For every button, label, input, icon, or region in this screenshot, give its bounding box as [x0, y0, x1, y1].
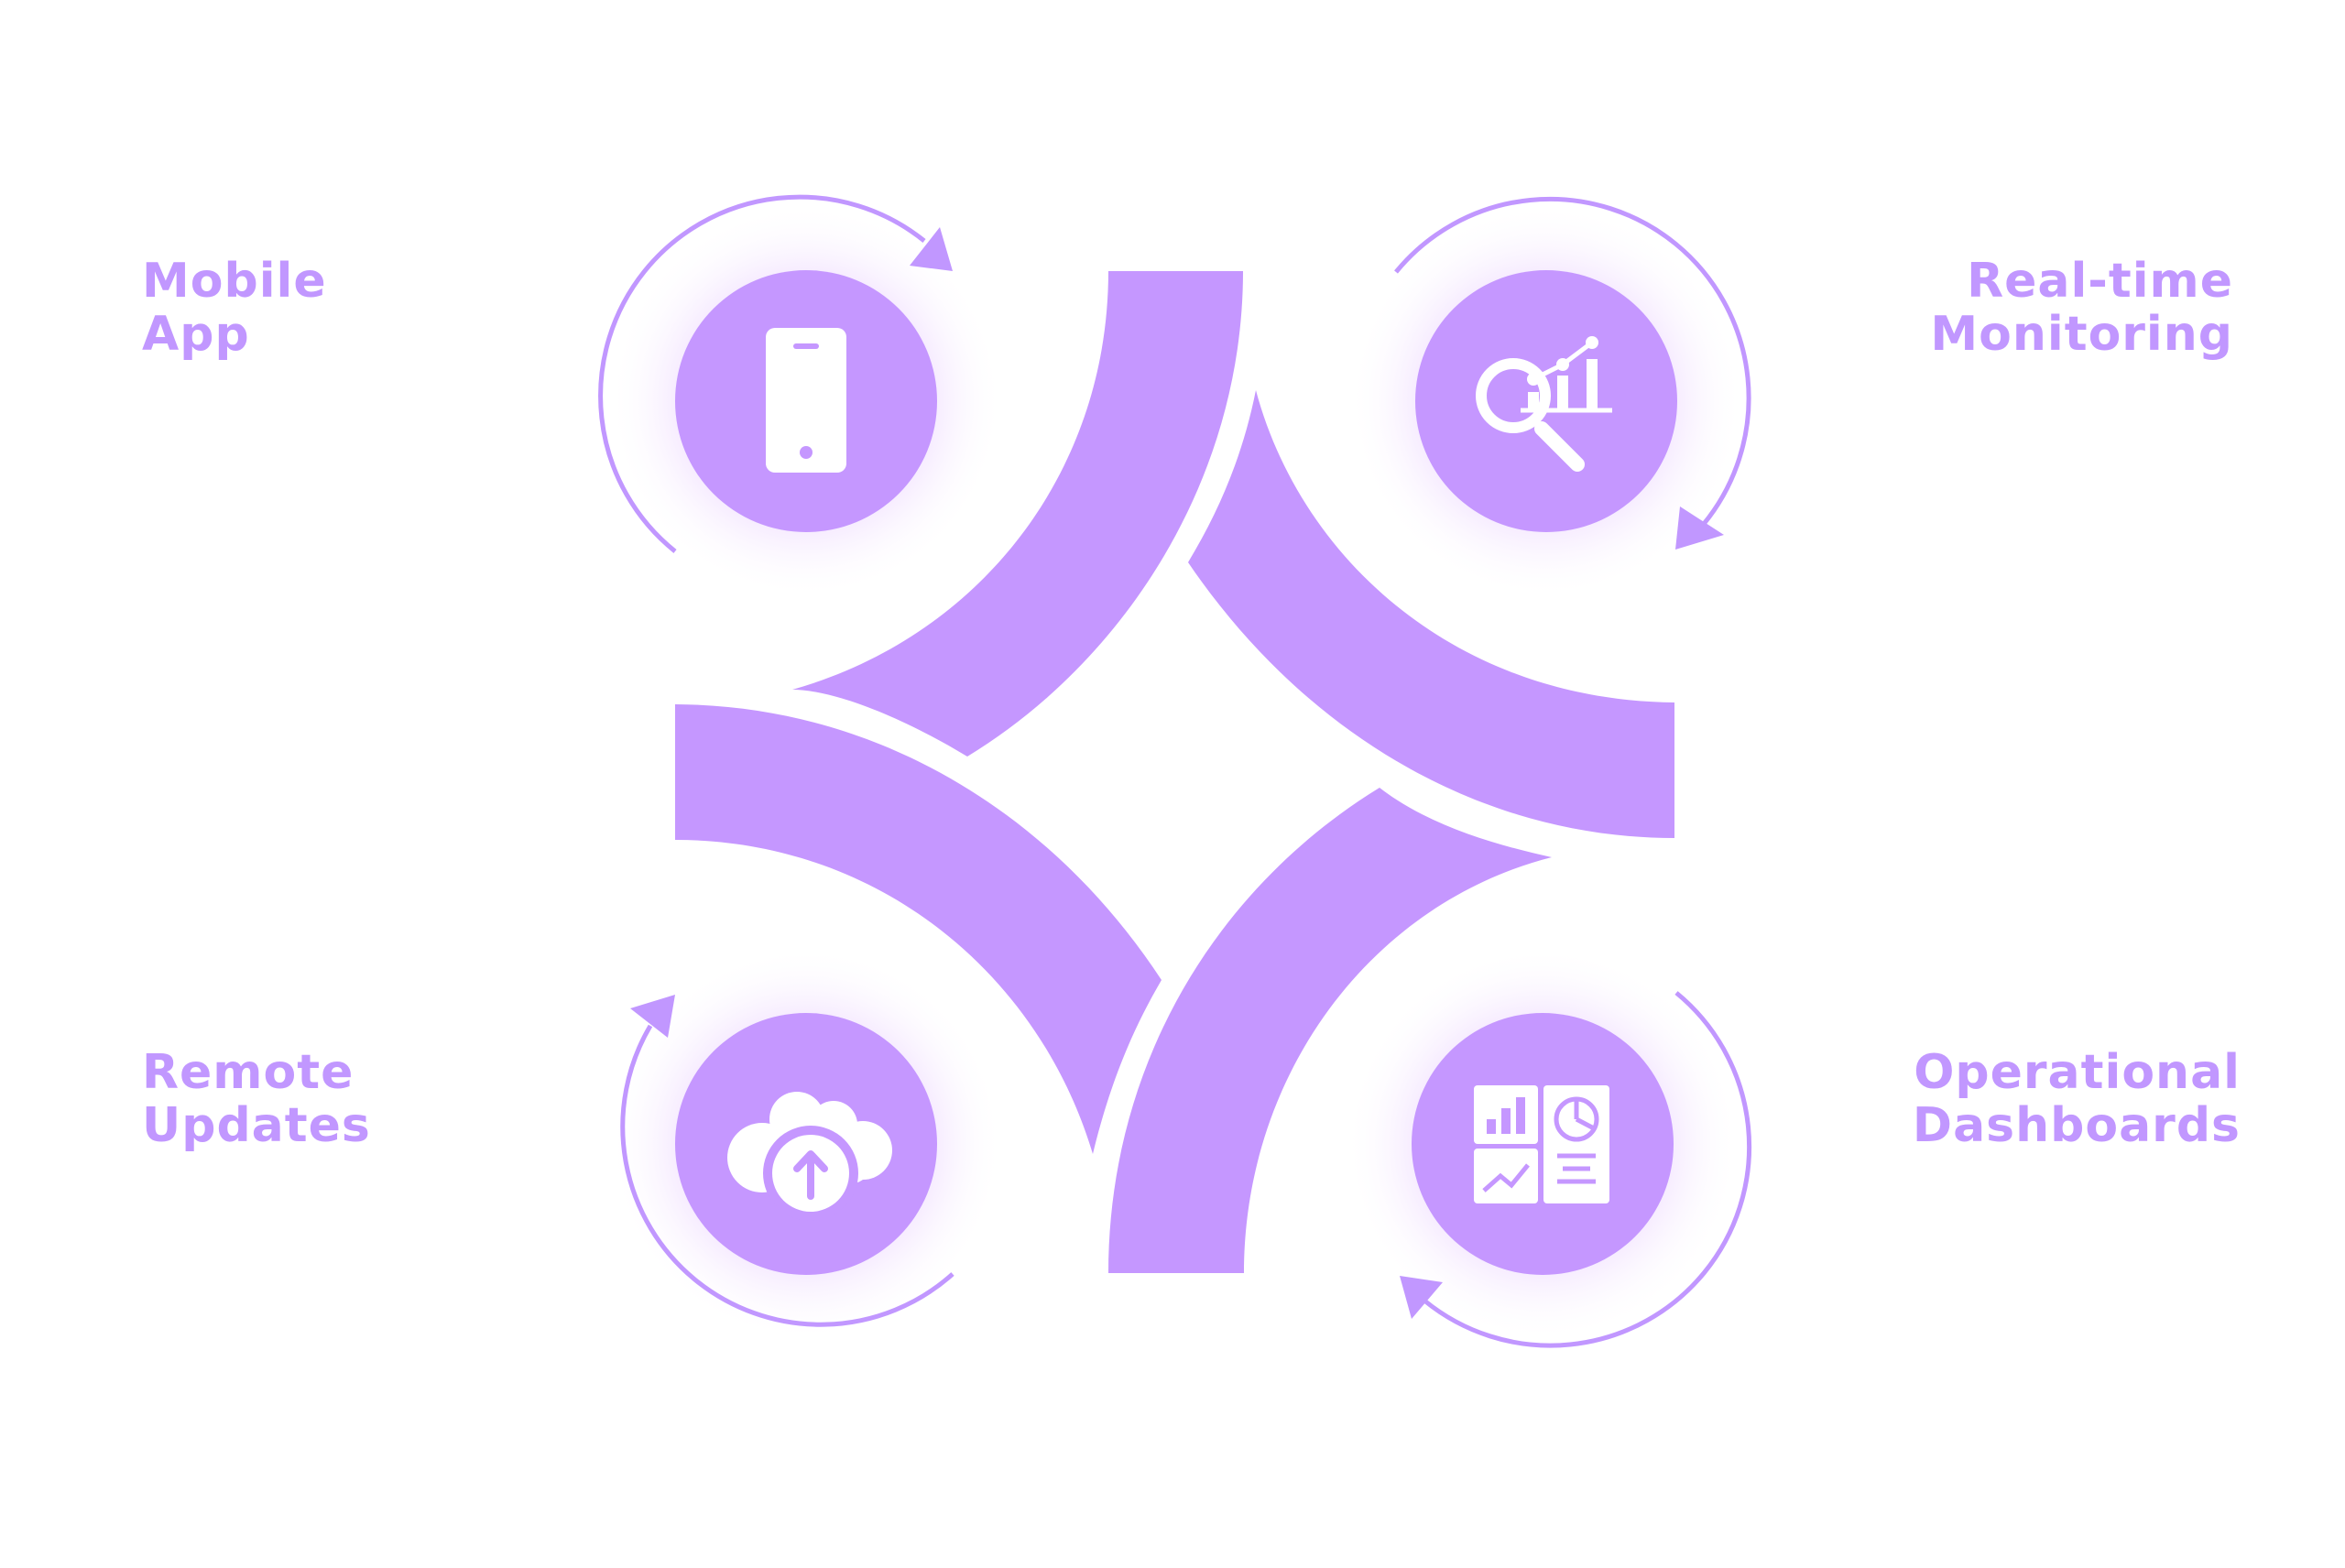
band-top-right — [1188, 390, 1674, 838]
arrowhead-ops — [1400, 1276, 1443, 1319]
analytics-search-icon — [1476, 336, 1612, 472]
circle-ops — [1412, 1013, 1674, 1275]
cycle-arrows — [598, 194, 1752, 1348]
arrow-arc-mobile — [598, 194, 926, 553]
label-realtime-line2: Monitoring — [1930, 307, 2233, 362]
mobile-phone-icon — [766, 328, 846, 473]
label-remote-line2: Updates — [142, 1098, 371, 1153]
label-operational-dashboards: Operational Dashboards — [1913, 1046, 2241, 1152]
arrowhead-mobile — [910, 227, 953, 271]
arrow-arc-remote — [620, 1024, 954, 1327]
cloud-upload-icon — [727, 1092, 892, 1221]
label-real-time-monitoring: Real-time Monitoring — [1930, 255, 2233, 361]
label-ops-line1: Operational — [1914, 1045, 2241, 1100]
band-top-left — [792, 271, 1243, 757]
label-mobile-app: Mobile App — [142, 255, 327, 361]
label-remote-updates: Remote Updates — [142, 1046, 371, 1152]
central-star — [675, 271, 1674, 1273]
arrowhead-realtime — [1675, 506, 1724, 550]
label-ops-line2: Dashboards — [1912, 1098, 2241, 1153]
band-bottom-right — [1108, 788, 1552, 1273]
band-bottom-left — [675, 704, 1162, 1154]
label-mobile-line2: App — [142, 307, 250, 362]
arrow-arc-realtime — [1394, 196, 1751, 526]
label-mobile-line1: Mobile — [142, 254, 327, 309]
label-remote-line1: Remote — [142, 1045, 354, 1100]
arrow-arc-ops — [1423, 991, 1752, 1348]
dashboard-icon — [1474, 1085, 1609, 1203]
icon-circles — [675, 270, 1677, 1275]
label-realtime-line1: Real-time — [1967, 254, 2233, 309]
arrowhead-remote — [630, 995, 675, 1038]
arrow-heads — [630, 227, 1724, 1319]
